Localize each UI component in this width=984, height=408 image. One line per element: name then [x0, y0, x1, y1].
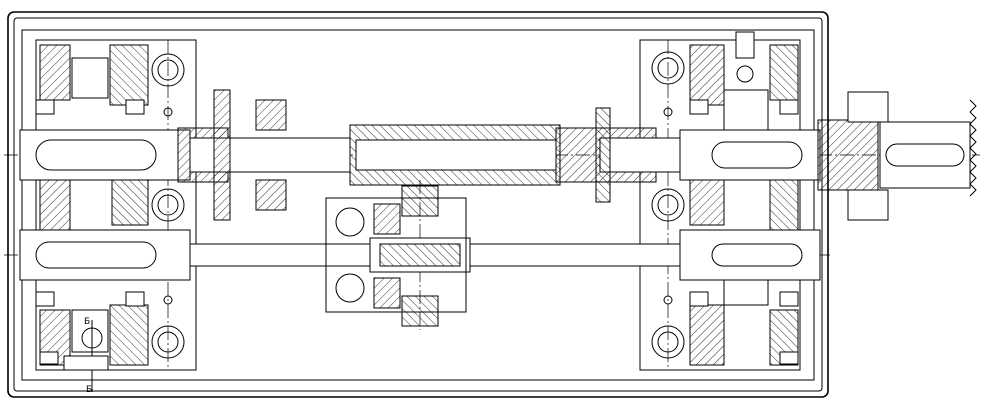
right-bearing-housing	[639, 31, 801, 371]
center-lines	[4, 40, 980, 370]
upper-shaft	[19, 89, 821, 221]
housing-frame	[7, 11, 829, 398]
view-mark-bottom-label: Б	[86, 385, 92, 395]
output-shaft	[817, 91, 977, 221]
left-bearing-housing	[35, 39, 197, 371]
lower-shaft	[19, 229, 821, 281]
center-gear-housing	[325, 185, 467, 327]
fastener-bolts	[35, 99, 799, 365]
view-marker: Б Б	[63, 317, 109, 395]
view-mark-top-label: Б	[84, 317, 90, 327]
